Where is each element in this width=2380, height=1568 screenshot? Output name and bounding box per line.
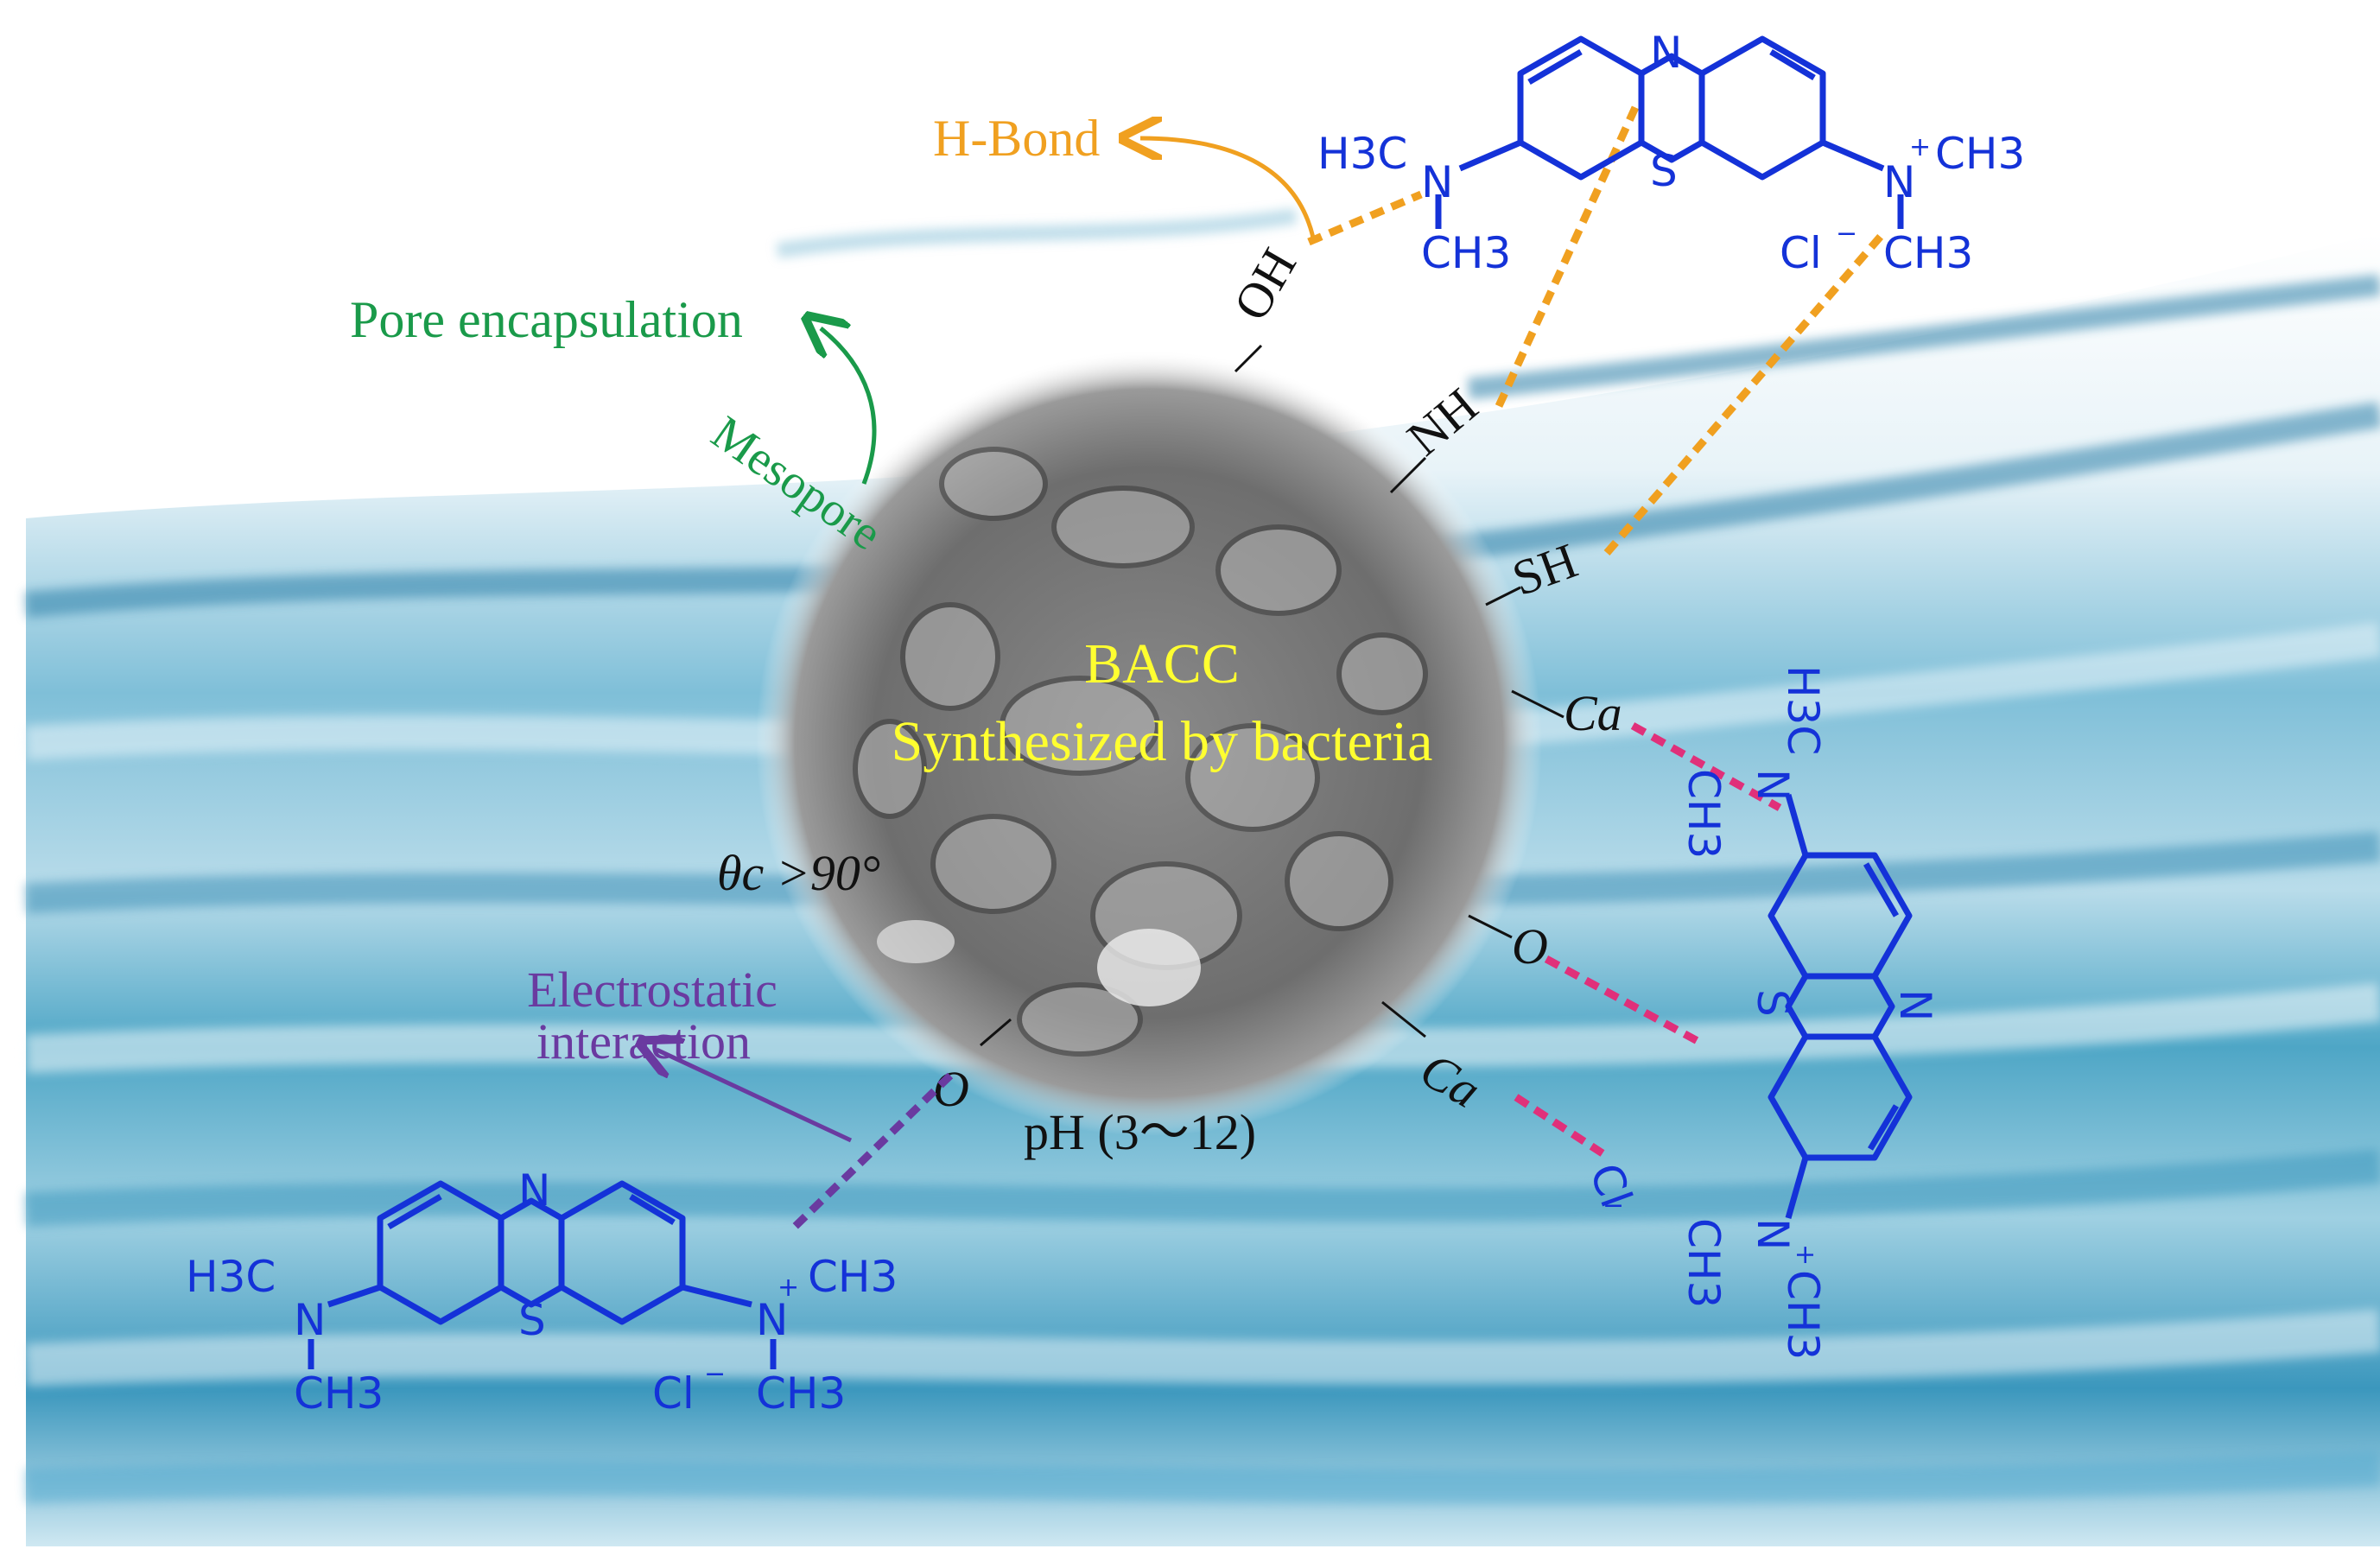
svg-text:H3C: H3C [186, 1252, 276, 1302]
ph-range-label: pH (3～12) [1024, 1104, 1256, 1160]
svg-text:CH3: CH3 [1421, 228, 1511, 278]
svg-text:H3C: H3C [1317, 129, 1407, 179]
svg-text:CH3: CH3 [1679, 769, 1729, 859]
h-bond-label: H-Bond [933, 110, 1100, 167]
svg-text:O: O [1512, 918, 1548, 974]
svg-text:S: S [1748, 989, 1798, 1017]
svg-text:CH3: CH3 [1679, 1218, 1729, 1308]
svg-text:CH3: CH3 [294, 1368, 384, 1419]
svg-text:Ca: Ca [1564, 685, 1622, 741]
bacc-title: BACC [1084, 632, 1240, 695]
svg-text:O: O [933, 1061, 969, 1117]
svg-text:CH3: CH3 [1883, 228, 1973, 278]
svg-text:N: N [518, 1165, 550, 1216]
svg-text:−: − [704, 1359, 726, 1389]
svg-text:+: + [1909, 132, 1931, 162]
svg-text:Cl: Cl [652, 1368, 695, 1419]
electrostatic-label-1: Electrostatic [527, 962, 777, 1018]
svg-text:N: N [1890, 989, 1940, 1021]
svg-text:CH3: CH3 [756, 1368, 846, 1419]
svg-text:S: S [518, 1295, 546, 1345]
svg-text:N: N [1421, 157, 1453, 207]
svg-text:−: − [1836, 219, 1857, 249]
svg-text:−: − [1603, 1190, 1624, 1221]
svg-text:N: N [1748, 769, 1798, 801]
svg-text:S: S [1650, 146, 1678, 196]
svg-text:H3C: H3C [1778, 665, 1828, 755]
svg-text:N: N [294, 1295, 326, 1345]
svg-text:+: + [1790, 1244, 1820, 1266]
pore-encapsulation-label: Pore encapsulation [350, 291, 743, 348]
svg-text:CH3: CH3 [1935, 129, 2025, 179]
svg-text:CH3: CH3 [1778, 1270, 1828, 1360]
svg-text:N: N [1883, 157, 1915, 207]
svg-text:N: N [1650, 28, 1682, 78]
svg-text:+: + [777, 1273, 799, 1303]
electrostatic-label-2: interaction [536, 1013, 751, 1070]
bacc-subtitle: Synthesized by bacteria [892, 710, 1433, 773]
contact-angle-label: θc >90° [717, 845, 880, 901]
svg-text:CH3: CH3 [808, 1252, 898, 1302]
svg-text:Cl: Cl [1780, 228, 1822, 278]
